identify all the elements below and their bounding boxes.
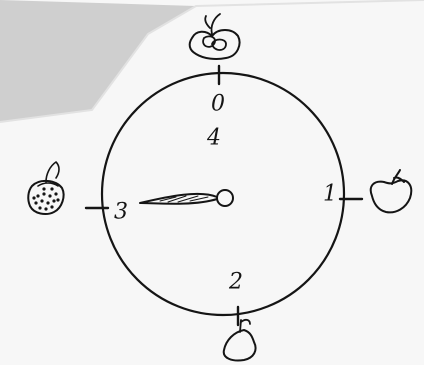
label-inner: 4	[206, 126, 221, 151]
label-top: 0	[211, 92, 225, 117]
label-bottom: 2	[228, 270, 243, 295]
label-right: 1	[323, 182, 337, 207]
label-left: 3	[114, 200, 128, 225]
